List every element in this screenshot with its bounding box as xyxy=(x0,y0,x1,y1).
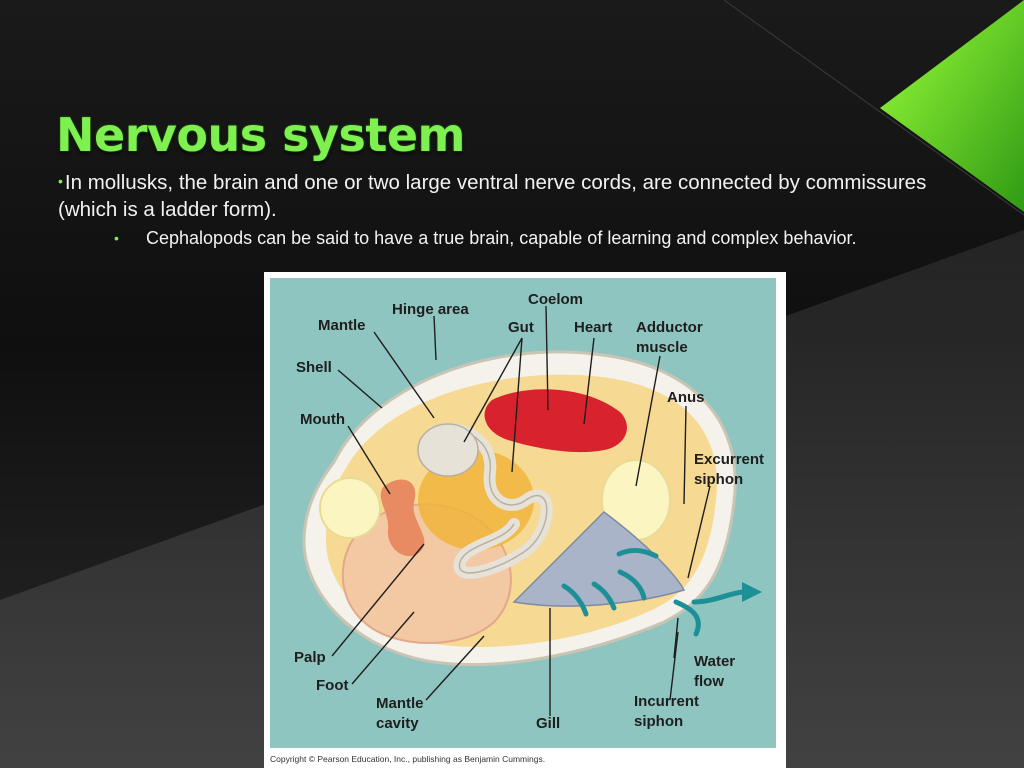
label-excurrent-line2: siphon xyxy=(694,471,743,488)
bullet-main: •In mollusks, the brain and one or two l… xyxy=(58,168,948,223)
label-water-line2: flow xyxy=(694,673,724,690)
label-mantle-cavity-line2: cavity xyxy=(376,715,419,732)
label-coelom: Coelom xyxy=(528,291,583,308)
gut-outline xyxy=(433,428,548,574)
label-incurrent-line2: siphon xyxy=(634,713,683,730)
label-foot: Foot xyxy=(316,677,348,694)
slide-title: Nervous system xyxy=(56,108,465,162)
label-mouth: Mouth xyxy=(300,411,345,428)
bullet-sub: • Cephalopods can be said to have a true… xyxy=(114,226,966,250)
bullet-dot: • xyxy=(58,173,63,189)
label-anus: Anus xyxy=(667,389,705,406)
gill xyxy=(512,511,686,607)
label-adductor-line2: muscle xyxy=(636,339,688,356)
palp xyxy=(380,479,425,557)
label-water-line1: Water xyxy=(694,653,735,670)
label-mantle-cavity-line1: Mantle xyxy=(376,695,424,712)
clam-anatomy-figure: Coelom Hinge area Mantle Gut Heart Adduc… xyxy=(264,272,786,768)
bullet-sub-text: Cephalopods can be said to have a true b… xyxy=(146,228,857,248)
figure-copyright: Copyright © Pearson Education, Inc., pub… xyxy=(270,754,546,764)
water-flow-arrows xyxy=(561,547,747,637)
label-adductor-line1: Adductor xyxy=(636,319,703,336)
label-gut: Gut xyxy=(508,319,534,336)
leader-lines xyxy=(331,305,711,716)
excurrent-arrow-head xyxy=(742,582,762,602)
label-mantle: Mantle xyxy=(318,317,366,334)
label-shell: Shell xyxy=(296,359,332,376)
label-heart: Heart xyxy=(574,319,612,336)
heart xyxy=(484,389,627,453)
sub-bullet-dot: • xyxy=(114,230,119,246)
stomach xyxy=(417,423,479,477)
label-palp: Palp xyxy=(294,649,326,666)
label-hinge-area: Hinge area xyxy=(392,301,469,318)
label-gill: Gill xyxy=(536,715,560,732)
green-corner-triangle xyxy=(880,0,1024,212)
bullet-main-text: In mollusks, the brain and one or two la… xyxy=(58,171,927,221)
clam-diagram: Coelom Hinge area Mantle Gut Heart Adduc… xyxy=(270,278,776,748)
label-incurrent-line1: Incurrent xyxy=(634,693,699,710)
label-excurrent-line1: Excurrent xyxy=(694,451,764,468)
anterior-adductor xyxy=(319,477,381,539)
